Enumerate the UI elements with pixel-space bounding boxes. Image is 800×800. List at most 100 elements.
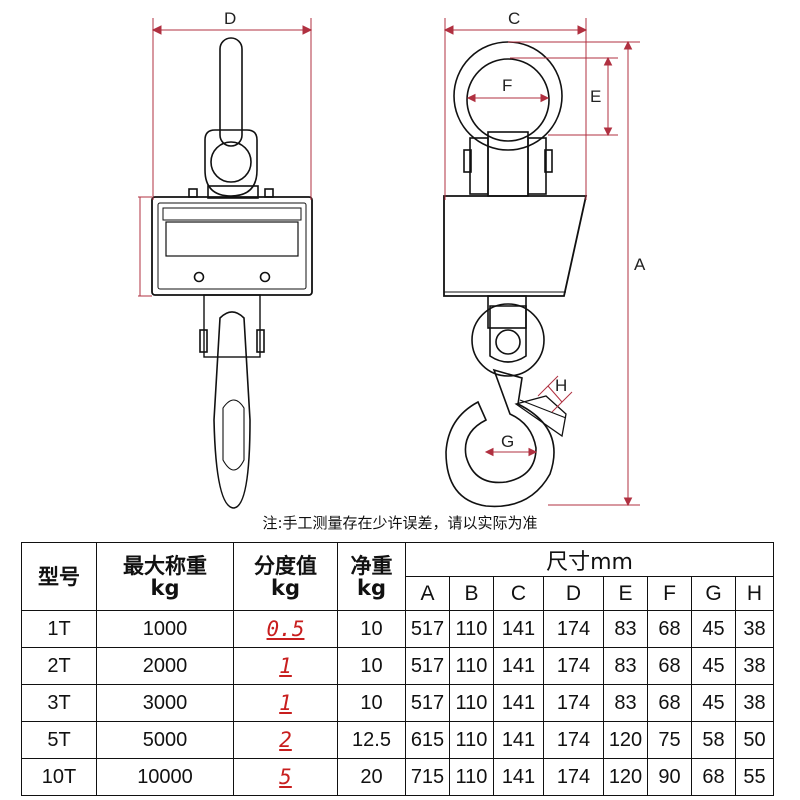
cell-dim-e: 83 [603,647,648,685]
cell-capacity: 5000 [96,721,234,759]
side-pin-left [463,149,472,173]
cell-capacity: 3000 [96,684,234,722]
header-division: 分度值 kg [233,542,338,611]
cell-dim-d: 174 [543,647,604,685]
cell-dim-g: 45 [691,647,736,685]
cell-division: 5 [233,758,338,796]
header-dim-h: H [735,576,774,611]
side-hook-latch [514,395,567,438]
crane-scale-drawing: D C F E A G H [138,9,646,509]
table-row: 10T 10000 5 20 715 110 141 174 120 90 68… [21,758,774,796]
front-neck [207,185,259,199]
cell-capacity: 1000 [96,610,234,648]
cell-dim-d: 174 [543,758,604,796]
measurement-note: 注:手工测量存在少许误差，请以实际为准 [262,514,538,532]
table-row: 2T 2000 1 10 517 110 141 174 83 68 45 38 [21,647,774,685]
table-row: 1T 1000 0.5 10 517 110 141 174 83 68 45 … [21,610,774,648]
cell-dim-f: 68 [647,610,692,648]
front-bezel [162,207,302,221]
front-button-left [193,271,205,283]
cell-dim-f: 68 [647,647,692,685]
cell-dim-c: 141 [493,610,544,648]
header-dim-a: A [405,576,450,611]
cell-dim-h: 55 [735,758,774,796]
dim-label-d: D [224,9,236,28]
front-lower-pin-right [256,329,265,353]
cell-dim-e: 83 [603,684,648,722]
side-latch-spring [519,399,567,419]
cell-dim-a: 715 [405,758,450,796]
front-view [151,37,313,509]
front-shackle-hole [210,141,252,183]
cell-dim-h: 38 [735,684,774,722]
cell-capacity: 10000 [96,758,234,796]
cell-dim-b: 110 [449,610,494,648]
cell-dim-g: 68 [691,758,736,796]
front-lower-plate [203,294,261,358]
header-dim-g: G [691,576,736,611]
dim-label-e: E [590,87,601,106]
front-display-frame [157,202,307,290]
header-row-2: A B C D E F G H [22,576,774,611]
cell-dim-f: 75 [647,721,692,759]
cell-model: 10T [21,758,97,796]
header-dimensions: 尺寸mm [405,542,774,577]
cell-model: 1T [21,610,97,648]
cell-dim-b: 110 [449,684,494,722]
dim-label-f: F [502,76,512,95]
cell-dim-d: 174 [543,684,604,722]
side-swivel-plate [489,305,527,363]
front-hook [213,311,251,509]
header-model: 型号 [21,542,97,611]
side-swivel-hole [495,329,521,355]
cell-net-weight: 10 [337,647,406,685]
front-display-window [165,221,299,257]
front-scale-body [151,196,313,296]
spec-table: 型号 最大称重 kg 分度值 kg 净重 kg 尺寸mm A B C D E F… [21,542,774,796]
side-pin-right [544,149,553,173]
cell-dim-f: 68 [647,684,692,722]
cell-capacity: 2000 [96,647,234,685]
dim-label-a: A [634,255,646,274]
cell-dim-d: 174 [543,610,604,648]
dim-label-c: C [508,9,520,28]
cell-dim-h: 38 [735,610,774,648]
dim-label-h: H [555,376,567,395]
table-row: 3T 3000 1 10 517 110 141 174 83 68 45 38 [21,684,774,722]
header-dim-f: F [647,576,692,611]
cell-dim-a: 517 [405,610,450,648]
side-shackle-leg-left [469,137,489,195]
header-dim-c: C [493,576,544,611]
cell-net-weight: 12.5 [337,721,406,759]
header-max-capacity: 最大称重 kg [96,542,234,611]
cell-model: 3T [21,684,97,722]
cell-dim-a: 517 [405,684,450,722]
header-row-1: 型号 最大称重 kg 分度值 kg 净重 kg 尺寸mm [21,542,774,611]
cell-dim-d: 174 [543,721,604,759]
dim-label-g: G [501,432,514,451]
header-dim-e: E [603,576,648,611]
cell-model: 5T [21,721,97,759]
cell-dim-a: 615 [405,721,450,759]
front-shackle-bar [219,37,243,147]
cell-dim-e: 120 [603,721,648,759]
cell-net-weight: 10 [337,610,406,648]
side-scale-body [443,195,588,297]
cell-dim-c: 141 [493,684,544,722]
front-bolt-left [188,188,198,198]
side-shackle-ring-inner [466,58,550,142]
cell-dim-g: 45 [691,610,736,648]
header-net-weight: 净重 kg [337,542,406,611]
cell-dim-c: 141 [493,758,544,796]
header-dim-d: D [543,576,604,611]
front-hook-inner [222,399,245,471]
cell-division: 0.5 [233,610,338,648]
front-shackle-collar [204,129,258,197]
header-dim-b: B [449,576,494,611]
cell-dim-h: 50 [735,721,774,759]
cell-dim-c: 141 [493,721,544,759]
cell-net-weight: 20 [337,758,406,796]
cell-dim-g: 58 [691,721,736,759]
cell-net-weight: 10 [337,684,406,722]
side-shackle-leg-right [527,137,547,195]
